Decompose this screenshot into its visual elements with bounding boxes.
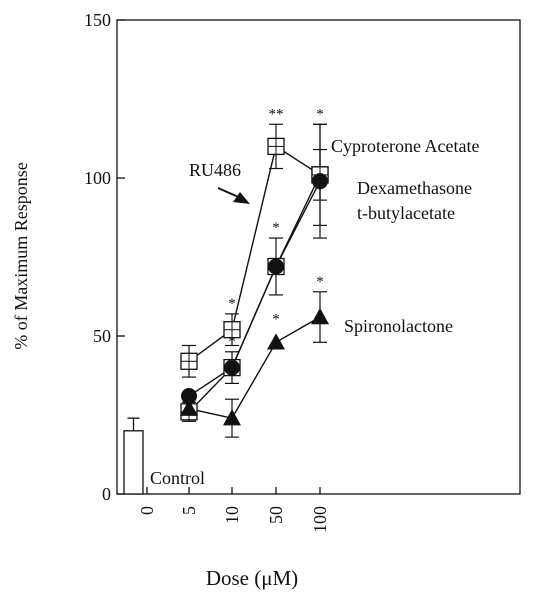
x-tick-label: 100 <box>310 506 330 533</box>
y-tick-label: 150 <box>84 10 111 30</box>
series-markers <box>180 137 329 426</box>
significance-marker: * <box>228 334 236 350</box>
point-spironolactone <box>180 399 198 416</box>
point-dexamethasone-t-butylacetate <box>312 173 328 190</box>
series-lines <box>188 145 321 419</box>
x-tick-label: 50 <box>266 506 286 524</box>
x-tick-label: 10 <box>222 506 242 524</box>
y-tick-label: 100 <box>84 168 111 188</box>
control-bar <box>123 430 144 495</box>
y-axis: 0 50 100 150 <box>84 10 125 504</box>
x-tick-label: 5 <box>179 506 199 515</box>
significance-marker: * <box>272 220 280 236</box>
significance-marker: * <box>316 106 324 122</box>
y-axis-title: % of Maximum Response <box>11 162 31 349</box>
significance-marker: * <box>228 296 236 312</box>
x-axis: 0 5 10 50 100 <box>137 487 330 533</box>
label-ru486: RU486 <box>189 160 241 180</box>
label-cyproterone-acetate: Cyproterone Acetate <box>331 136 479 156</box>
ru486-arrow-head <box>233 192 250 204</box>
series-line-ru486 <box>188 174 321 413</box>
x-tick-label: 0 <box>137 506 157 515</box>
plot-frame <box>116 19 521 495</box>
point-spironolactone <box>267 333 285 350</box>
point-dexamethasone-t-butylacetate <box>181 388 197 405</box>
label-dexamethasone-line2: t-butylacetate <box>357 203 455 223</box>
series-line-dexamethasone-t-butylacetate <box>188 180 321 397</box>
significance-marker: * <box>272 312 280 328</box>
series-line-spironolactone <box>188 316 321 419</box>
x-axis-title: Dose (μM) <box>206 566 298 590</box>
significance-marker: * <box>316 274 324 290</box>
point-spironolactone <box>223 409 241 426</box>
series-line-cyproterone-acetate <box>188 145 321 362</box>
significance-labels: ******** <box>228 106 324 350</box>
point-dexamethasone-t-butylacetate <box>268 258 284 275</box>
point-dexamethasone-t-butylacetate <box>224 359 240 376</box>
control-bar-group: Control <box>123 417 205 495</box>
label-spironolactone: Spironolactone <box>344 316 453 336</box>
y-tick-label: 50 <box>93 326 111 346</box>
control-label: Control <box>150 468 205 488</box>
y-tick-label: 0 <box>102 484 111 504</box>
point-spironolactone <box>311 308 329 325</box>
label-dexamethasone-line1: Dexamethasone <box>357 178 472 198</box>
significance-marker: ** <box>269 106 284 122</box>
